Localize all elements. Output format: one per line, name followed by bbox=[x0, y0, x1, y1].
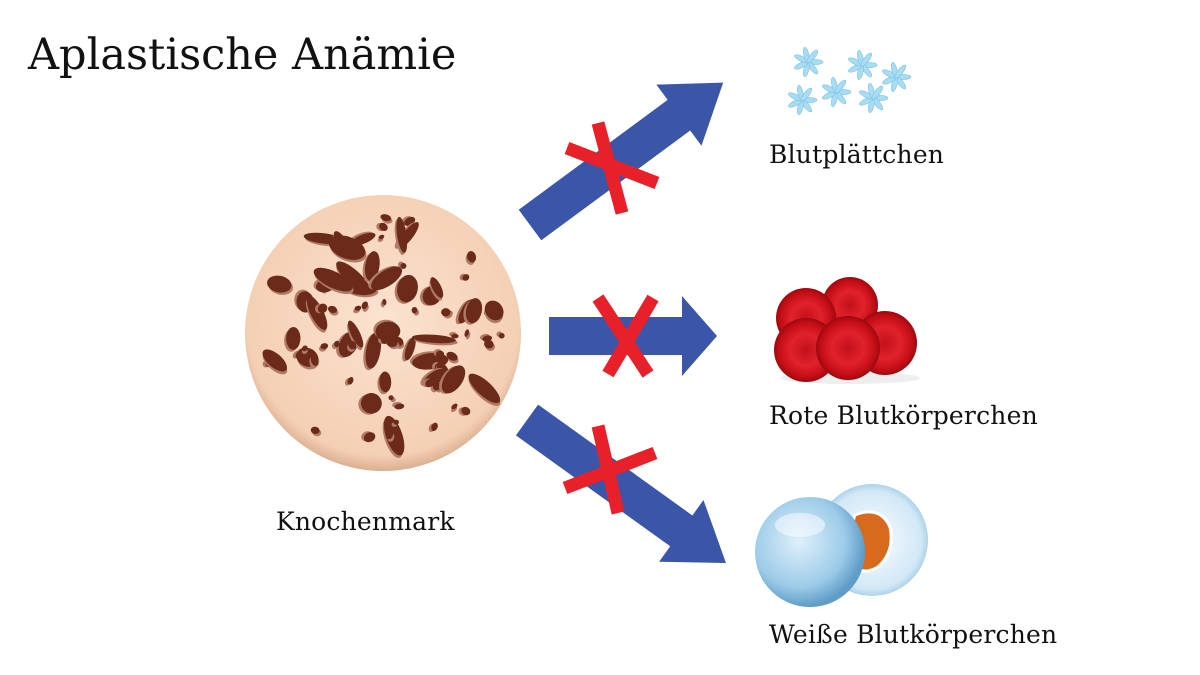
marrow-cavity bbox=[363, 432, 376, 443]
platelet bbox=[788, 85, 818, 115]
marrow-cavity bbox=[498, 333, 505, 339]
marrow-cavity bbox=[451, 403, 458, 410]
marrow-cavity bbox=[380, 214, 392, 222]
marrow-cavity bbox=[361, 301, 368, 310]
marrow-cavity bbox=[301, 345, 308, 352]
marrow-cavity bbox=[446, 351, 458, 361]
marrow-cavity bbox=[435, 350, 445, 358]
marrow-cavity bbox=[382, 298, 387, 306]
red-blood-cells-label: Rote Blutkörperchen bbox=[769, 401, 1038, 430]
arrow-to-platelets bbox=[518, 82, 724, 241]
arrow-to-white-blood-cells bbox=[515, 404, 726, 563]
marrow-cavity bbox=[378, 234, 385, 240]
bone-marrow-label: Knochenmark bbox=[276, 507, 455, 536]
marrow-cavity bbox=[441, 308, 451, 317]
marrow-cavity bbox=[400, 263, 407, 269]
platelet bbox=[848, 50, 878, 80]
bone-marrow-icon bbox=[245, 195, 521, 471]
marrow-cavity bbox=[334, 340, 340, 348]
marrow-cavity bbox=[327, 305, 338, 314]
marrow-cavity bbox=[379, 222, 388, 232]
red-blood-cells-icon bbox=[774, 277, 920, 384]
marrow-cavity bbox=[262, 349, 288, 372]
marrow-cavity bbox=[295, 350, 304, 359]
marrow-cavity bbox=[348, 340, 357, 350]
marrow-cavity bbox=[360, 393, 382, 414]
marrow-cavity bbox=[310, 426, 320, 434]
marrow-cavity bbox=[306, 295, 328, 330]
marrow-cavity bbox=[451, 333, 459, 339]
marrow-cavity bbox=[394, 403, 405, 410]
platelet bbox=[794, 47, 824, 77]
marrow-cavity bbox=[404, 336, 416, 361]
marrow-cavity bbox=[365, 332, 382, 369]
marrow-cavity bbox=[317, 303, 328, 314]
marrow-cavity bbox=[396, 216, 408, 253]
marrow-cavity bbox=[397, 274, 418, 303]
cross-icon bbox=[564, 121, 660, 215]
marrow-cavity bbox=[441, 365, 466, 394]
platelet bbox=[859, 83, 889, 113]
marrow-cavity bbox=[385, 430, 394, 440]
marrow-cavity bbox=[431, 422, 438, 432]
platelets-label: Blutplättchen bbox=[769, 140, 945, 169]
page-title: Aplastische Anämie bbox=[28, 30, 457, 80]
white-blood-cells-label: Weiße Blutkörperchen bbox=[769, 620, 1058, 649]
marrow-cavity bbox=[462, 274, 470, 281]
marrow-cavity bbox=[468, 373, 501, 404]
marrow-cavity bbox=[464, 329, 470, 337]
marrow-cavity bbox=[411, 307, 418, 314]
marrow-cavity bbox=[388, 395, 394, 401]
marrow-cavity bbox=[354, 305, 362, 311]
marrow-cavity bbox=[461, 406, 471, 416]
marrow-cavity bbox=[484, 300, 504, 321]
marrow-cavity bbox=[328, 235, 366, 260]
marrow-cavity bbox=[320, 343, 329, 350]
marrow-cavity bbox=[371, 266, 403, 291]
marrow-cavity bbox=[484, 339, 494, 349]
cross-icon bbox=[562, 424, 658, 515]
marrow-cavity bbox=[364, 251, 380, 281]
marrow-cavity bbox=[286, 326, 301, 350]
marrow-cavity bbox=[267, 275, 292, 293]
marrow-cavity bbox=[430, 277, 444, 298]
marrow-cavity bbox=[465, 298, 483, 324]
marrow-cavity bbox=[467, 251, 477, 263]
marrow-cavity bbox=[313, 267, 353, 292]
platelet bbox=[822, 77, 852, 107]
cross-icon bbox=[592, 294, 659, 378]
marrow-cavity bbox=[310, 354, 319, 366]
marrow-cavity bbox=[412, 334, 456, 344]
marrow-cavity bbox=[393, 419, 399, 425]
platelet bbox=[882, 62, 912, 92]
marrow-cavity bbox=[425, 378, 435, 388]
platelets-icon bbox=[788, 47, 912, 115]
white-blood-cells-icon bbox=[755, 484, 928, 607]
marrow-cavity bbox=[375, 321, 401, 342]
marrow-cavity bbox=[348, 320, 364, 348]
marrow-cavity bbox=[379, 371, 392, 393]
marrow-cavity bbox=[347, 376, 354, 385]
